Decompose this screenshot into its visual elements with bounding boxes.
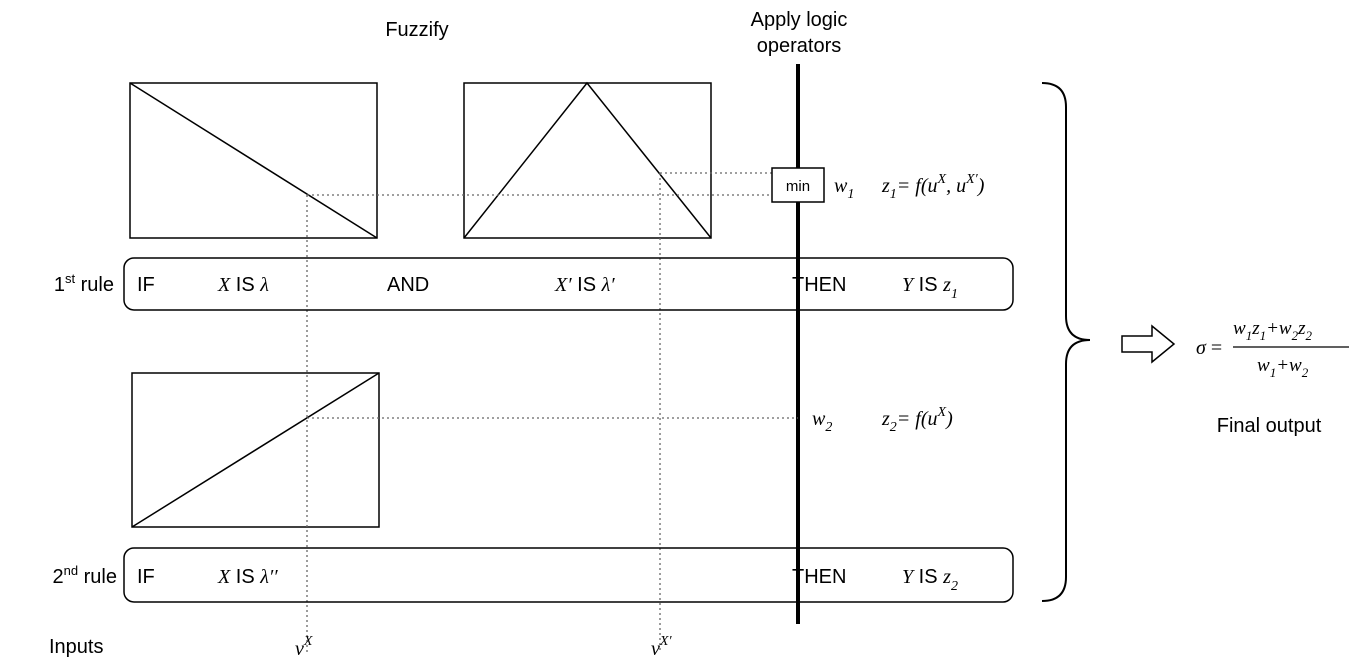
- formula-z2: z2= f(uX): [881, 405, 953, 435]
- membership-plot-xprime-rule1: [463, 81, 712, 239]
- rule1-then: THEN: [792, 274, 846, 296]
- rule1-antecedent-x: X IS λ: [217, 274, 269, 296]
- input-vxprime: vX′: [651, 634, 672, 660]
- final-output-label: Final output: [1217, 415, 1322, 437]
- rule1-and: AND: [387, 274, 429, 296]
- weight-w1: w1: [834, 175, 854, 202]
- fuzzify-header: Fuzzify: [385, 19, 448, 41]
- weight-w2: w2: [812, 408, 832, 435]
- rule1-antecedent-xprime: X′ IS λ′: [554, 274, 615, 296]
- min-operator-box: [771, 167, 825, 203]
- rule2-then: THEN: [792, 566, 846, 588]
- output-arrow-icon: [1121, 324, 1176, 364]
- rule2-label: 2nd rule: [53, 563, 118, 588]
- formula-z1: z1= f(uX, uX′): [881, 172, 985, 202]
- dotted-guides: [306, 172, 798, 652]
- rule1-box: [123, 257, 1014, 311]
- apply-operators-header-line1: Apply logic: [751, 9, 848, 31]
- rule1-consequent: Y IS z1: [902, 274, 958, 302]
- membership-plot-x-rule2: [131, 372, 380, 528]
- rule2-if: IF: [137, 566, 155, 588]
- output-numerator: w1z1+w2z2: [1233, 318, 1313, 343]
- aggregation-brace: [1041, 82, 1091, 602]
- rule1-if: IF: [137, 274, 155, 296]
- rule2-antecedent-x: X IS λ′′: [217, 566, 278, 588]
- inputs-label: Inputs: [49, 636, 103, 658]
- membership-plot-x-rule1: [129, 82, 378, 239]
- final-output-formula: σ = w1z1+w2z2 w1+w2: [1196, 318, 1349, 380]
- output-denominator: w1+w2: [1257, 355, 1309, 380]
- rule2-box: [123, 547, 1014, 603]
- rule1-label: 1st rule: [54, 271, 114, 296]
- apply-operators-header-line2: operators: [757, 35, 842, 57]
- input-vx: vX: [295, 634, 313, 660]
- rule2-consequent: Y IS z2: [902, 566, 958, 594]
- min-operator-label: min: [786, 178, 810, 195]
- sigma-label: σ =: [1196, 337, 1222, 359]
